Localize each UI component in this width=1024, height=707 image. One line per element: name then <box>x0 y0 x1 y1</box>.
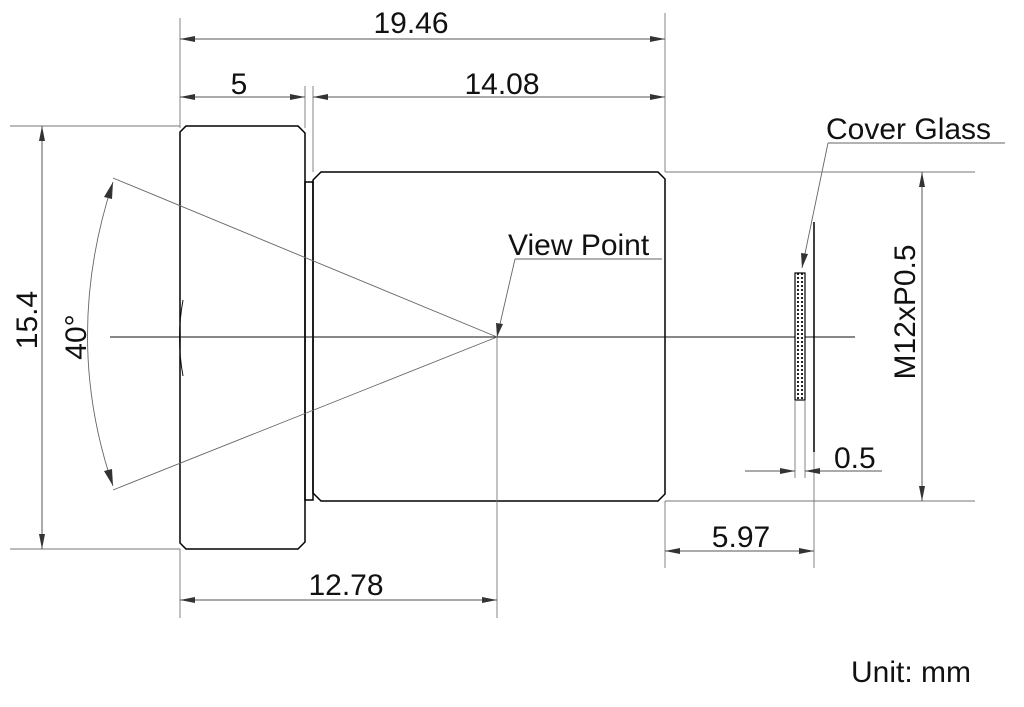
flange-width-label: 5 <box>231 68 248 101</box>
view-point-label: View Point <box>508 229 650 262</box>
dim-barrel-length: 14.08 <box>313 68 665 101</box>
lens-front-curve <box>179 299 184 377</box>
overall-length-label: 19.46 <box>373 7 448 40</box>
dim-thread: M12xP0.5 <box>889 172 925 501</box>
sensor-assembly: Cover Glass <box>794 113 1005 452</box>
cover-glass <box>794 272 806 401</box>
lens-neck <box>304 181 314 501</box>
field-of-view: 40° <box>60 177 498 491</box>
barrel-length-label: 14.08 <box>464 68 539 101</box>
cover-glass-thickness-label: 0.5 <box>834 442 876 475</box>
fov-label: 40° <box>60 314 93 359</box>
view-point-callout: View Point <box>496 229 662 338</box>
back-focal-label: 5.97 <box>712 521 770 554</box>
view-point-distance-label: 12.78 <box>308 569 383 602</box>
lens-flange <box>179 125 306 550</box>
fov-arc <box>87 181 114 487</box>
cover-glass-label: Cover Glass <box>826 113 991 146</box>
outer-diameter-label: 15.4 <box>11 291 44 349</box>
lens-body <box>110 125 855 550</box>
dim-outer-diameter: 15.4 <box>11 126 45 549</box>
dim-cover-glass-thickness: 0.5 <box>745 442 882 475</box>
dim-back-focal: 5.97 <box>665 521 814 554</box>
dim-overall-length: 19.46 <box>180 7 665 42</box>
extension-lines <box>10 13 975 618</box>
thread-label: M12xP0.5 <box>889 244 922 379</box>
dim-flange-width: 5 <box>180 68 305 101</box>
dim-view-point-distance: 12.78 <box>180 569 497 603</box>
lens-barrel <box>312 171 666 502</box>
unit-label: Unit: mm <box>851 656 971 689</box>
